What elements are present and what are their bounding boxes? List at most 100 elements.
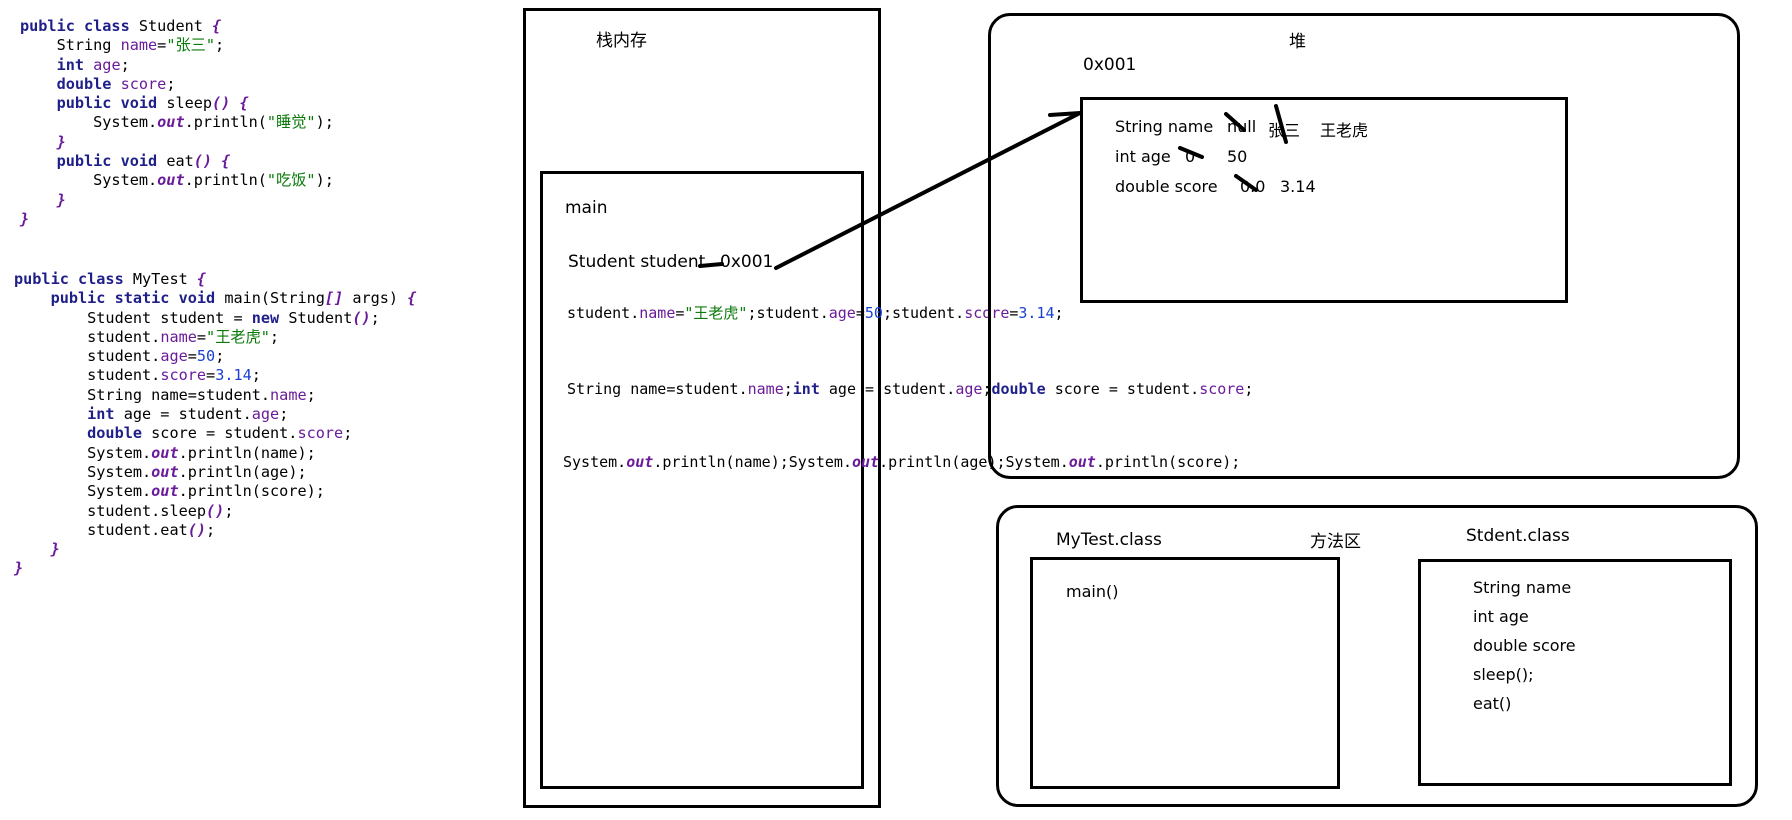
code-token: public void xyxy=(20,152,167,171)
code-line: String name=student.name; xyxy=(14,386,416,405)
heap-field-age-old-value: 0 xyxy=(1185,147,1196,166)
code-line: public class MyTest { xyxy=(14,270,416,289)
code-token: ; xyxy=(306,385,316,404)
code-token: .println( xyxy=(184,171,267,190)
main-stack-frame xyxy=(540,171,864,789)
code-token: student. xyxy=(567,304,640,322)
code-token: ; xyxy=(1244,380,1254,398)
code-token: ); xyxy=(315,171,334,190)
code-line: double score = student.score; xyxy=(14,424,416,443)
student-object-box xyxy=(1080,97,1568,303)
mytest-class-box xyxy=(1030,557,1340,789)
code-token: ; xyxy=(1054,304,1064,322)
code-token: .println(name); xyxy=(178,443,316,462)
heap-field-age-current-value: 50 xyxy=(1227,147,1248,166)
code-token: out xyxy=(151,482,179,501)
code-line: student.eat(); xyxy=(14,521,416,540)
code-token: ; xyxy=(215,36,225,55)
code-token: out xyxy=(157,113,185,132)
stack-assign-code: student.name="王老虎";student.age=50;studen… xyxy=(567,304,1064,323)
code-line: System.out.println("吃饭"); xyxy=(20,171,334,190)
code-token: name xyxy=(747,380,784,398)
code-token: eat xyxy=(166,152,194,171)
strike-null xyxy=(1224,112,1246,132)
code-token: student.sleep xyxy=(14,501,207,520)
code-token: } xyxy=(20,132,66,151)
mytest-class-code: public class MyTest { public static void… xyxy=(14,270,416,579)
code-token: "吃饭" xyxy=(266,171,316,190)
code-token: public static void xyxy=(14,289,225,308)
code-token: System. xyxy=(14,482,152,501)
student-class-member-sleep: sleep(); xyxy=(1473,665,1534,684)
reference-dash xyxy=(698,262,724,268)
student-class-code: public class Student { String name="张三";… xyxy=(20,17,334,229)
code-line: student.name="王老虎"; xyxy=(14,328,416,347)
code-token: args) xyxy=(343,289,408,308)
code-token: Student xyxy=(138,17,213,35)
code-token: System. xyxy=(563,453,627,471)
code-token: double xyxy=(14,424,152,443)
code-token: () { xyxy=(212,94,249,113)
heap-field-score-label: double score xyxy=(1115,177,1218,196)
code-token: System. xyxy=(20,113,158,132)
code-line: int age = student.age; xyxy=(14,405,416,424)
code-line: System.out.println(score); xyxy=(14,482,416,501)
student-class-member-score: double score xyxy=(1473,636,1576,655)
code-token: out xyxy=(151,462,179,481)
code-token: ; xyxy=(279,405,289,424)
strike-score-zero xyxy=(1234,174,1258,192)
heap-object-address: 0x001 xyxy=(1083,55,1137,75)
stack-memory-box xyxy=(523,8,881,808)
code-token: 50 xyxy=(196,347,216,366)
code-token: age xyxy=(160,347,188,366)
code-token: ; xyxy=(882,304,892,322)
code-token: String name=student. xyxy=(567,380,748,398)
code-token: = xyxy=(196,327,207,346)
heap-field-name-label: String name xyxy=(1115,117,1214,136)
code-token: sleep xyxy=(166,94,213,113)
code-token: ; xyxy=(166,74,176,93)
code-token: name xyxy=(270,385,307,404)
code-line: } xyxy=(20,133,334,152)
code-token: Student student = xyxy=(14,308,252,327)
stack-memory-title: 栈内存 xyxy=(596,31,647,51)
code-token: ; xyxy=(224,501,234,520)
code-token: ); xyxy=(315,113,334,132)
reference-arrow xyxy=(774,111,1082,270)
code-line: student.name="王老虎"; xyxy=(567,304,757,322)
code-token: ; xyxy=(215,347,225,366)
code-token: "王老虎" xyxy=(206,327,270,346)
code-line: } xyxy=(14,540,416,559)
code-token: () xyxy=(352,308,371,327)
code-line: student.age=50; xyxy=(757,304,892,322)
code-token: () { xyxy=(193,152,231,171)
code-token: out xyxy=(1068,453,1096,471)
code-line: double score = student.score; xyxy=(991,380,1253,398)
student-class-label: Stdent.class xyxy=(1466,526,1570,546)
code-line: System.out.println(name); xyxy=(14,444,416,463)
code-token: .println(score); xyxy=(178,482,325,501)
code-token: age xyxy=(955,380,983,398)
code-line: System.out.println(score); xyxy=(1006,453,1241,471)
student-class-box xyxy=(1418,559,1732,786)
student-class-member-age: int age xyxy=(1473,607,1529,626)
student-class-member-eat: eat() xyxy=(1473,694,1512,713)
code-token: String name=student. xyxy=(14,385,271,404)
code-line: System.out.println(age); xyxy=(789,453,1006,471)
code-token: MyTest xyxy=(132,270,197,288)
code-token: ; xyxy=(343,424,353,443)
code-token: out xyxy=(151,443,179,462)
code-token: ; xyxy=(206,520,216,539)
code-token: age xyxy=(828,304,856,322)
student-reference-value: 0x001 xyxy=(720,252,774,272)
code-token: 3.14 xyxy=(1018,304,1055,322)
code-token: { xyxy=(212,17,222,35)
code-token: ; xyxy=(982,380,992,398)
code-token: score xyxy=(120,74,167,93)
code-token: name xyxy=(639,304,676,322)
code-line: } xyxy=(20,191,334,210)
code-token: student. xyxy=(891,304,965,322)
code-token: [] xyxy=(324,289,344,308)
code-token: () xyxy=(187,520,207,539)
code-token: 3.14 xyxy=(215,366,252,385)
